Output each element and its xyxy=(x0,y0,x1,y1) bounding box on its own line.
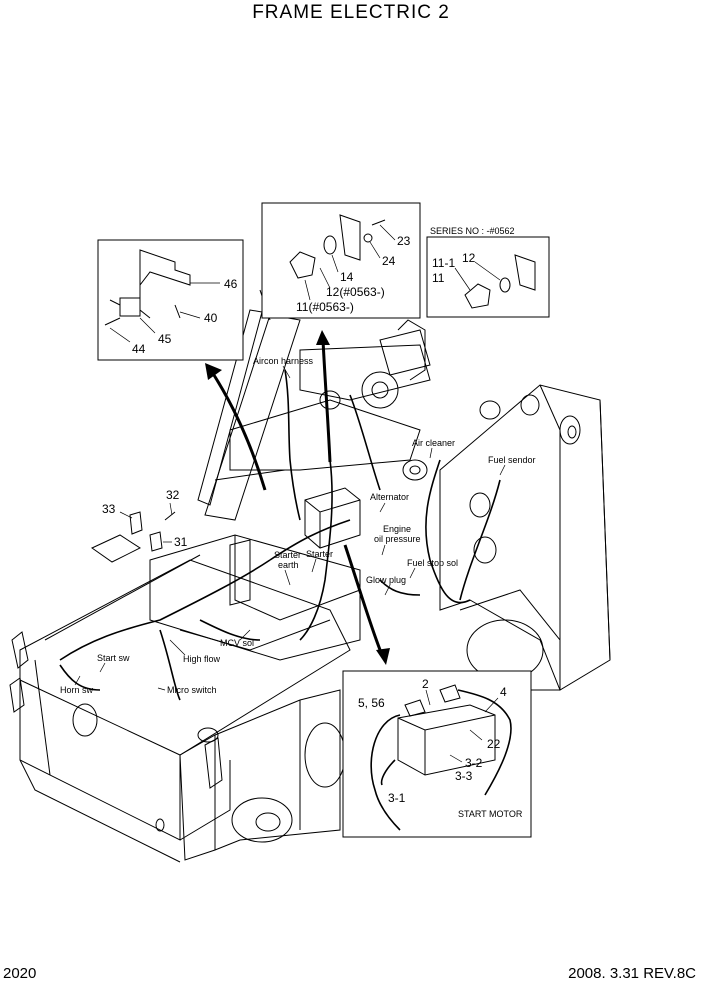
page-title: FRAME ELECTRIC 2 xyxy=(252,2,450,23)
callout-engine-oil-2: oil pressure xyxy=(374,534,421,544)
pointer-arrows xyxy=(205,330,390,665)
wiring-harness xyxy=(59,369,501,701)
callout-fuel-sendor: Fuel sendor xyxy=(488,455,536,465)
callout-horn-sw: Horn sw xyxy=(60,685,94,695)
revision-date: 2008. 3.31 REV.8C xyxy=(568,965,696,982)
label-32: 32 xyxy=(166,488,180,502)
callout-starter: Starter xyxy=(306,549,333,559)
label-start-motor: START MOTOR xyxy=(458,809,523,819)
callout-mcv-sol: MCV sol xyxy=(220,638,254,648)
label-3-3: 3-3 xyxy=(455,769,473,783)
callout-micro-switch: Micro switch xyxy=(167,685,217,695)
inset-box-3: SERIES NO : -#0562 11-1 12 11 xyxy=(426,226,550,318)
label-14: 14 xyxy=(340,270,354,284)
callout-starter-earth-1: Starter xyxy=(274,550,301,560)
inset-box-4: 2 4 5, 56 22 3-2 3-3 3-1 START MOTOR xyxy=(342,670,532,838)
label-2: 2 xyxy=(422,677,429,691)
label-44: 44 xyxy=(132,342,146,356)
label-31: 31 xyxy=(174,535,188,549)
label-12-series: 12 xyxy=(462,251,476,265)
label-12-0563: 12(#0563-) xyxy=(326,285,385,299)
label-3-1: 3-1 xyxy=(388,791,406,805)
label-3-2: 3-2 xyxy=(465,756,483,770)
callout-fuel-stop-sol: Fuel stop sol xyxy=(407,558,458,568)
callout-high-flow: High flow xyxy=(183,654,221,664)
label-5-56: 5, 56 xyxy=(358,696,385,710)
label-4: 4 xyxy=(500,685,507,699)
callout-engine-oil-1: Engine xyxy=(383,524,411,534)
inset-box-1: 46 40 45 44 xyxy=(97,239,244,361)
label-24: 24 xyxy=(382,254,396,268)
label-11-0563: 11(#0563-) xyxy=(296,300,354,314)
label-22: 22 xyxy=(487,737,501,751)
callout-alternator: Alternator xyxy=(370,492,409,502)
label-40: 40 xyxy=(204,311,218,325)
label-33: 33 xyxy=(102,502,116,516)
callout-aircon-harness: Aircon harness xyxy=(253,356,314,366)
callouts: Aircon harness Air cleaner Fuel sendor A… xyxy=(60,356,536,695)
series-number: SERIES NO : -#0562 xyxy=(430,226,515,236)
page-number: 2020 xyxy=(3,965,37,982)
callout-start-sw: Start sw xyxy=(97,653,130,663)
label-11-series: 11 xyxy=(432,271,445,285)
callout-starter-earth-2: earth xyxy=(278,560,299,570)
callout-air-cleaner: Air cleaner xyxy=(412,438,455,448)
inset-box-2: 23 24 14 12(#0563-) 11(#0563-) xyxy=(261,202,421,319)
label-11-1: 11-1 xyxy=(432,256,455,270)
callout-glow-plug: Glow plug xyxy=(366,575,406,585)
label-23: 23 xyxy=(397,234,411,248)
side-parts: 33 32 31 xyxy=(91,488,188,563)
label-45: 45 xyxy=(158,332,172,346)
label-46: 46 xyxy=(224,277,238,291)
